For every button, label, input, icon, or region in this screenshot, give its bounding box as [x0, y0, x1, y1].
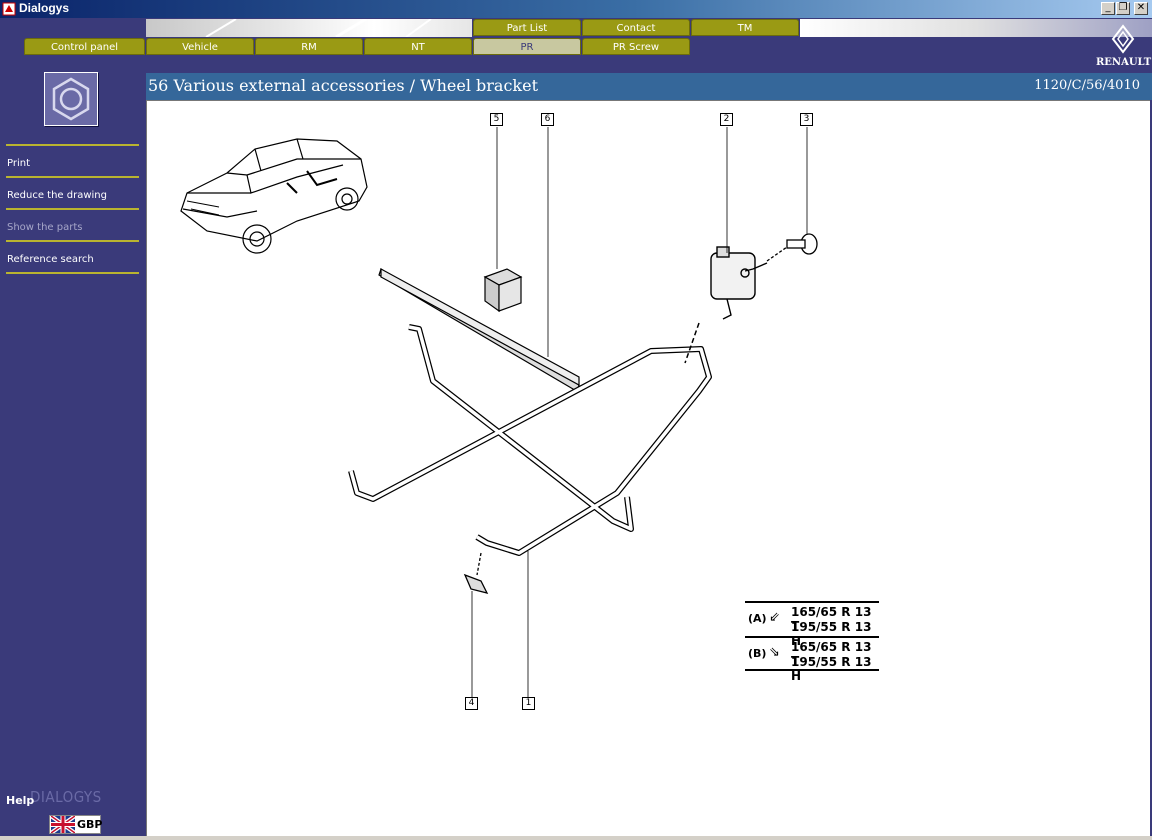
- sidebar-item-show-parts: Show the parts: [7, 222, 83, 233]
- part-4-clip: [463, 552, 489, 594]
- sidebar: Print Reduce the drawing Show the parts …: [0, 72, 146, 840]
- sidebar-divider: [6, 176, 139, 178]
- sidebar-item-reference-search[interactable]: Reference search: [7, 254, 94, 265]
- sidebar-divider: [6, 144, 139, 146]
- tab-pr[interactable]: PR: [473, 38, 581, 55]
- tab-pr-screw[interactable]: PR Screw: [582, 38, 690, 55]
- parts-drawing: [180, 127, 818, 697]
- title-bar: Dialogys _ ❐ ✕: [0, 0, 1152, 18]
- part-3-bolt: [766, 233, 818, 262]
- callout-6[interactable]: 6: [541, 113, 554, 126]
- dialogys-watermark: DIALOGYS: [30, 788, 102, 806]
- restore-button[interactable]: ❐: [1116, 2, 1130, 15]
- tyre-size: 165/65 R 13 T: [791, 640, 872, 668]
- tab-tm[interactable]: TM: [691, 19, 799, 36]
- renault-logo: RENAULT: [1096, 24, 1152, 68]
- callout-4[interactable]: 4: [465, 697, 478, 710]
- part-2-bracket: [710, 246, 768, 320]
- minimize-button[interactable]: _: [1101, 2, 1115, 15]
- leader-dash: [684, 322, 700, 364]
- uk-flag-icon: [51, 816, 75, 833]
- sidebar-item-reduce-drawing[interactable]: Reduce the drawing: [7, 190, 107, 201]
- callout-3[interactable]: 3: [800, 113, 813, 126]
- tyre-row-label: (A): [748, 612, 767, 625]
- language-selector[interactable]: GBP: [49, 815, 103, 834]
- part-5-block: [483, 268, 523, 313]
- window-title: Dialogys: [19, 1, 70, 15]
- page-reference: 1120/C/56/4010: [1034, 78, 1140, 93]
- nut-icon: [44, 72, 98, 126]
- sidebar-divider: [6, 272, 139, 274]
- dialogys-app-icon: [2, 2, 16, 16]
- tab-vehicle[interactable]: Vehicle: [146, 38, 254, 55]
- tab-control-panel[interactable]: Control panel: [24, 38, 145, 55]
- page-title: 56 Various external accessories / Wheel …: [148, 76, 539, 95]
- tyre-row-a: (A) ⇙ 165/65 R 13 T 195/55 R 13 H: [745, 601, 879, 648]
- sidebar-item-print[interactable]: Print: [7, 158, 31, 169]
- page-header: 56 Various external accessories / Wheel …: [146, 73, 1152, 100]
- callout-2[interactable]: 2: [720, 113, 733, 126]
- language-code: GBP: [77, 818, 103, 831]
- car-illustration: [180, 138, 368, 254]
- tab-nt[interactable]: NT: [364, 38, 472, 55]
- leader-lines: [471, 127, 808, 697]
- tyre-size: 165/65 R 13 T: [791, 605, 872, 633]
- tyre-size: 195/55 R 13 H: [791, 620, 872, 648]
- arrow-down-right-icon: ⇘: [769, 645, 780, 660]
- part-6-strip: [378, 267, 580, 392]
- tyre-size: 195/55 R 13 H: [791, 655, 872, 683]
- header-decoration-right: [800, 19, 1152, 37]
- close-button[interactable]: ✕: [1134, 2, 1148, 15]
- header-decoration-graphic: [205, 17, 432, 39]
- tyre-size-table: (A) ⇙ 165/65 R 13 T 195/55 R 13 H (B) ⇘ …: [745, 601, 879, 683]
- tab-rm[interactable]: RM: [255, 38, 363, 55]
- header-decoration: [146, 17, 472, 39]
- callout-1[interactable]: 1: [522, 697, 535, 710]
- part-1-wheel-bracket-frame-inner: [349, 325, 711, 555]
- sidebar-divider: [6, 208, 139, 210]
- callout-5[interactable]: 5: [490, 113, 503, 126]
- drawing-canvas[interactable]: 5 6 2 3 4 1 (A) ⇙ 165/65 R 13 T 195/55 R…: [146, 100, 1150, 836]
- tyre-row-label: (B): [748, 647, 767, 660]
- tyre-row-b: (B) ⇘ 165/65 R 13 T 195/55 R 13 H: [745, 636, 879, 683]
- renault-diamond-icon: [1111, 24, 1135, 54]
- renault-logo-text: RENAULT: [1096, 57, 1152, 68]
- tab-part-list[interactable]: Part List: [473, 19, 581, 36]
- tab-contact[interactable]: Contact: [582, 19, 690, 36]
- arrow-down-left-icon: ⇙: [769, 610, 780, 625]
- sidebar-divider: [6, 240, 139, 242]
- header: Part List Contact TM Control panel Vehic…: [0, 17, 1152, 72]
- status-bar: [0, 836, 1152, 840]
- help-link[interactable]: Help: [6, 794, 35, 807]
